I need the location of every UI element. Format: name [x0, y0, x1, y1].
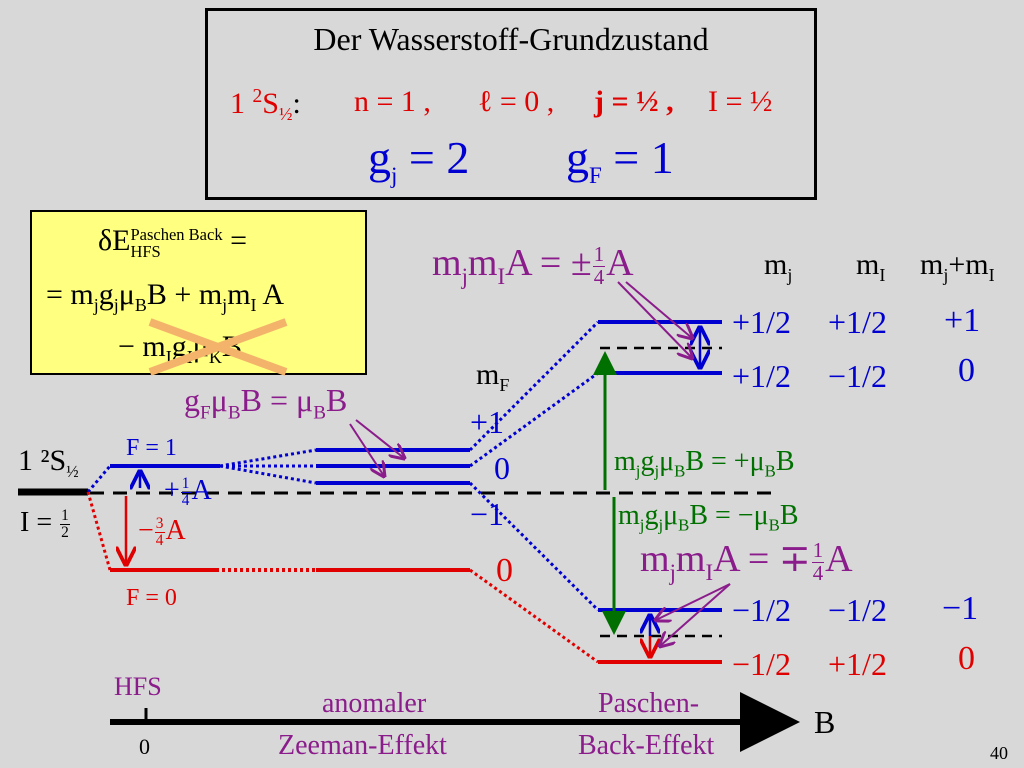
row1-mj: +1/2 — [732, 304, 791, 340]
quantum-j: j = ½ , — [594, 85, 674, 118]
state-label: 1 2S½: — [230, 86, 301, 124]
row2-mI: −1/2 — [828, 358, 887, 394]
region-pb-line1: Paschen- — [598, 688, 700, 719]
row3-mI: −1/2 — [828, 592, 887, 628]
col-header-mj: mj — [764, 248, 793, 285]
row4-sum: 0 — [958, 640, 975, 677]
row1-sum: +1 — [944, 302, 981, 339]
label-F1: F = 1 — [126, 435, 177, 461]
row2-mj: +1/2 — [732, 358, 791, 394]
row4-mI: +1/2 — [828, 646, 887, 682]
gF-muB-equation: gFμBB = μBB — [184, 382, 348, 424]
gF-value: gF = 1 — [566, 132, 674, 189]
title-box: Der Wasserstoff-Grundzustand 1 2S½: n = … — [205, 8, 817, 200]
row1-mI: +1/2 — [828, 304, 887, 340]
row4-mj: −1/2 — [732, 646, 791, 682]
formula-line-2: = mjgjμBB + mjmI A — [46, 278, 285, 315]
mF-0-red: 0 — [496, 552, 513, 589]
gj-value: gj = 2 — [368, 132, 470, 189]
page-number: 40 — [990, 743, 1008, 763]
region-zeeman-line2: Zeeman-Effekt — [278, 730, 447, 761]
mF-plus1: +1 — [470, 404, 505, 440]
mF-minus1: −1 — [470, 496, 505, 532]
label-F0: F = 0 — [126, 585, 177, 611]
green-eq-bottom: mjgjμBB = −μBB — [618, 500, 799, 535]
title-heading: Der Wasserstoff-Grundzustand — [313, 21, 709, 57]
cross-mark — [148, 318, 288, 376]
mF-0: 0 — [494, 450, 510, 486]
state-symbol: 1 ²S½ — [18, 444, 79, 481]
quantum-l: ℓ = 0 , — [478, 85, 555, 118]
col-header-mI: mI — [856, 248, 886, 285]
green-eq-top: mjgjμBB = +μBB — [614, 446, 795, 481]
quantum-I: I = ½ — [708, 85, 773, 118]
row2-sum: 0 — [958, 352, 975, 389]
region-pb-line2: Back-Effekt — [578, 730, 715, 761]
axis-label-zero: 0 — [139, 734, 150, 759]
mF-header: mF — [476, 358, 510, 395]
quantum-n: n = 1 , — [354, 85, 431, 118]
region-hfs: HFS — [114, 672, 162, 701]
row3-mj: −1/2 — [732, 592, 791, 628]
axis-label-B: B — [814, 704, 836, 740]
region-zeeman-line1: anomaler — [322, 688, 427, 719]
col-header-sum: mj+mI — [920, 248, 995, 285]
row3-sum: −1 — [942, 590, 979, 627]
